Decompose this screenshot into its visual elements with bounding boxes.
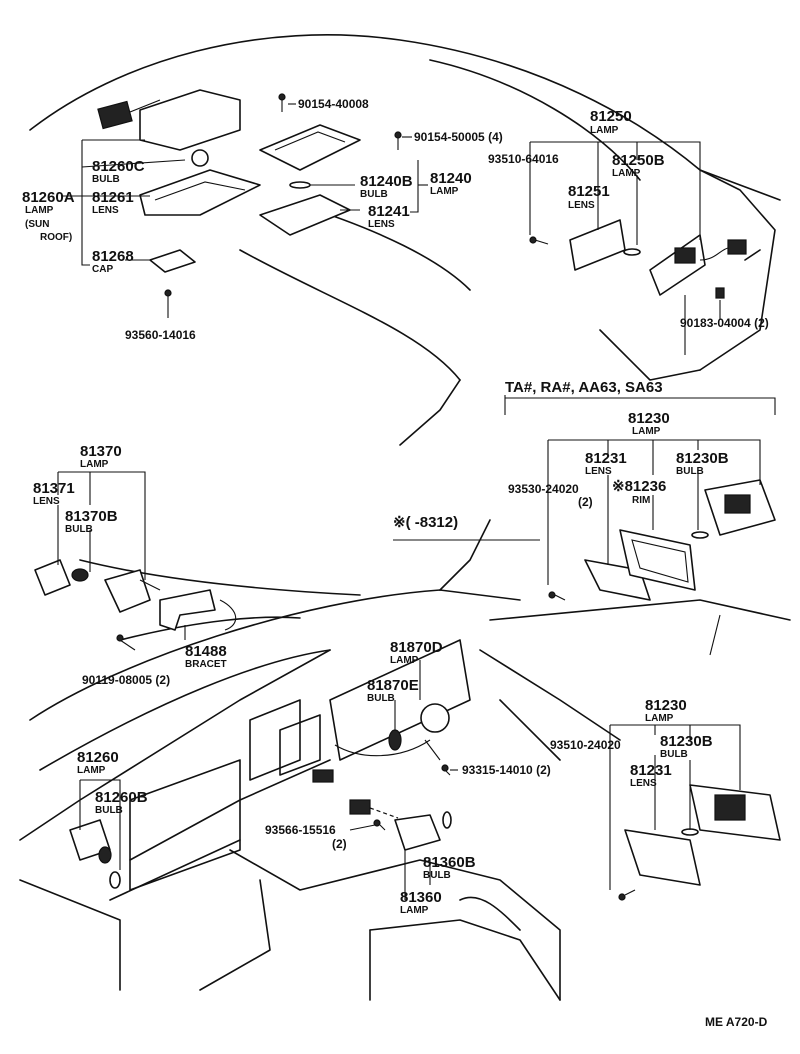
label-81230b-top: 81230B: [676, 450, 729, 467]
sunroof-lamp-81260a: [97, 89, 261, 273]
label-93560-14016: 93560-14016: [125, 328, 196, 342]
label-81268: 81268: [92, 248, 134, 265]
label-81240-sub: LAMP: [430, 186, 459, 197]
label-81230-top-sub: LAMP: [632, 426, 661, 437]
label-81260b-sub: BULB: [95, 805, 123, 816]
label-81236: ※81236: [612, 478, 666, 495]
label-90154-40008: 90154-40008: [298, 97, 369, 111]
label-81236-sub: RIM: [632, 495, 650, 506]
label-90183-04004: 90183-04004 (2): [680, 316, 769, 330]
label-81230b-top-sub: BULB: [676, 466, 704, 477]
lamp-81870d: [312, 703, 451, 783]
label-81488-sub: BRACET: [185, 659, 227, 670]
label-81870d-sub: LAMP: [390, 655, 419, 666]
label-81240b: 81240B: [360, 173, 413, 190]
label-81231-top: 81231: [585, 450, 627, 467]
variant-header: TA#, RA#, AA63, SA63: [505, 379, 663, 396]
label-81240: 81240: [430, 170, 472, 187]
label-90154-50005: 90154-50005 (4): [414, 130, 503, 144]
label-81370-sub: LAMP: [80, 459, 109, 470]
leader-lines: [57, 103, 776, 900]
label-81240b-sub: BULB: [360, 189, 388, 200]
label-93530-24020-qty: (2): [578, 495, 593, 509]
lamp-81360: [349, 799, 452, 851]
label-93530-24020: 93530-24020: [508, 482, 579, 496]
part-labels: 90154-40008 90154-50005 (4) 81250 LAMP 9…: [22, 97, 769, 1029]
label-93315-14010: 93315-14010 (2): [462, 763, 551, 777]
label-81488: 81488: [185, 643, 227, 660]
label-81870e-sub: BULB: [367, 693, 395, 704]
lamp-81250: [569, 219, 747, 299]
label-81250b: 81250B: [612, 152, 665, 169]
label-81230-top: 81230: [628, 410, 670, 427]
label-81231-bottom: 81231: [630, 762, 672, 779]
label-81230b-bottom-sub: BULB: [660, 749, 688, 760]
label-93566-15516-qty: (2): [332, 837, 347, 851]
label-93566-15516: 93566-15516: [265, 823, 336, 837]
label-81260a-sub3: ROOF): [40, 232, 72, 243]
label-81230-bottom-sub: LAMP: [645, 713, 674, 724]
label-81260a-sub1: LAMP: [25, 205, 54, 216]
label-81230b-bottom: 81230B: [660, 733, 713, 750]
roof-outline: [29, 34, 781, 446]
screws-top: [164, 93, 549, 318]
label-81241: 81241: [368, 203, 410, 220]
label-81260b: 81260B: [95, 789, 148, 806]
interior-outline: [19, 519, 791, 1001]
label-81870d: 81870D: [390, 639, 443, 656]
lamp-81230-bottom: [618, 784, 781, 901]
label-81260c: 81260C: [92, 158, 145, 175]
label-81370: 81370: [80, 443, 122, 460]
label-81261-sub: LENS: [92, 205, 119, 216]
label-81241-sub: LENS: [368, 219, 395, 230]
label-81260-sub: LAMP: [77, 765, 106, 776]
label-81250: 81250: [590, 108, 632, 125]
label-81370b-sub: BULB: [65, 524, 93, 535]
lamp-81260: [69, 819, 121, 889]
label-81360b-sub: BULB: [423, 870, 451, 881]
label-81250b-sub: LAMP: [612, 168, 641, 179]
date-note: ※( -8312): [393, 514, 458, 531]
label-81268-sub: CAP: [92, 264, 113, 275]
label-81251-sub: LENS: [568, 200, 595, 211]
label-81260c-sub: BULB: [92, 174, 120, 185]
label-81250-sub: LAMP: [590, 125, 619, 136]
diagram-code: ME A720-D: [705, 1015, 768, 1029]
lamp-81240: [259, 124, 361, 236]
label-81260: 81260: [77, 749, 119, 766]
label-81260a-sub2: (SUN: [25, 219, 49, 230]
label-81360: 81360: [400, 889, 442, 906]
lamp-81370: [34, 559, 237, 651]
label-81230-bottom: 81230: [645, 697, 687, 714]
label-81870e: 81870E: [367, 677, 419, 694]
label-93510-24020: 93510-24020: [550, 738, 621, 752]
label-81360-sub: LAMP: [400, 905, 429, 916]
label-81370b: 81370B: [65, 508, 118, 525]
label-93510-64016: 93510-64016: [488, 152, 559, 166]
label-81231-top-sub: LENS: [585, 466, 612, 477]
label-81260a: 81260A: [22, 189, 75, 206]
label-81360b: 81360B: [423, 854, 476, 871]
label-90119-08005: 90119-08005 (2): [82, 673, 170, 687]
label-81371-sub: LENS: [33, 496, 60, 507]
label-81231-bottom-sub: LENS: [630, 778, 657, 789]
label-81261: 81261: [92, 189, 134, 206]
lamp-81230-top: [548, 479, 776, 656]
label-81251: 81251: [568, 183, 610, 200]
label-81371: 81371: [33, 480, 75, 497]
